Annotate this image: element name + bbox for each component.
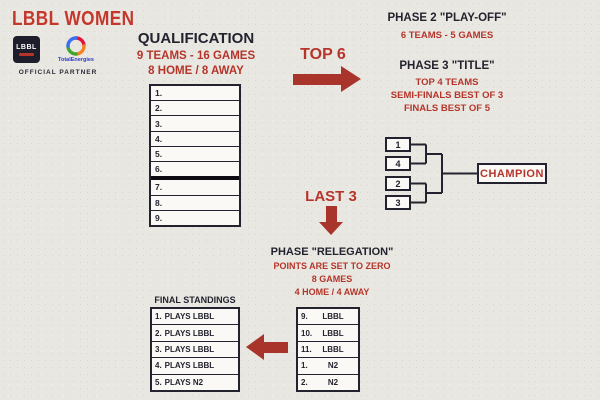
row-number: 1.	[301, 361, 308, 371]
row-team: N2	[327, 377, 339, 387]
totalenergies-logo-text: TotalEnergies	[58, 57, 94, 63]
relegation-arrow-left-icon	[246, 334, 288, 360]
page-title: LBBL WOMEN	[12, 8, 135, 30]
row-label: PLAYS LBBL	[164, 361, 215, 371]
table-row: 2.PLAYS LBBL	[152, 325, 238, 342]
last3-arrow-down-icon	[319, 206, 343, 235]
table-row-cutoff: 6.	[151, 162, 239, 181]
row-team: N2	[327, 361, 339, 371]
bracket-seed-box: 3	[385, 195, 411, 210]
row-number: 5.	[155, 148, 163, 159]
arrow-shaft	[264, 341, 288, 353]
totalenergies-logo: TotalEnergies	[47, 36, 105, 63]
table-row: 11. LBBL	[298, 342, 358, 359]
final-standings-title: FINAL STANDINGS	[154, 295, 236, 305]
phase3-detail-3: FINALS BEST OF 5	[403, 103, 491, 114]
row-number: 9.	[155, 212, 163, 223]
row-number: 9.	[301, 312, 308, 322]
table-row: 9.	[151, 211, 239, 225]
qualification-home-away: 8 HOME / 8 AWAY	[148, 65, 244, 77]
arrow-head	[319, 222, 343, 235]
row-number: 1.	[155, 88, 163, 99]
row-label: PLAYS N2	[164, 377, 204, 387]
relegation-detail-1: POINTS ARE SET TO ZERO	[273, 261, 391, 271]
arrow-shaft	[293, 73, 341, 85]
table-row: 3.PLAYS LBBL	[152, 342, 238, 359]
row-number: 2.	[155, 328, 162, 338]
final-standings-table: 1.PLAYS LBBL 2.PLAYS LBBL 3.PLAYS LBBL 4…	[150, 307, 240, 392]
phase3-detail-1: TOP 4 TEAMS	[415, 77, 479, 88]
bracket-seed-box: 1	[385, 137, 411, 152]
partner-logos: LBBL TotalEnergies	[13, 36, 105, 63]
table-row: 10. LBBL	[298, 325, 358, 342]
relegation-title: PHASE "RELEGATION"	[270, 246, 394, 258]
qualification-table: 1. 2. 3. 4. 5. 6. 7. 8. 9.	[149, 84, 241, 227]
table-row: 2. N2	[298, 375, 358, 390]
row-number: 8.	[155, 197, 163, 208]
row-number: 1.	[155, 312, 162, 322]
table-row: 1. N2	[298, 358, 358, 375]
table-row: 7.	[151, 180, 239, 196]
row-number: 6.	[155, 164, 163, 175]
lbbl-logo-stripe	[19, 52, 34, 56]
arrow-shaft	[325, 206, 337, 222]
table-row: 4.	[151, 132, 239, 147]
table-row: 1.	[151, 86, 239, 102]
relegation-detail-2: 8 GAMES	[311, 274, 353, 284]
table-row: 8.	[151, 196, 239, 211]
playoff-bracket: 1 4 2 3 CHAMPION	[378, 130, 558, 222]
arrow-head	[341, 66, 361, 92]
bracket-lines	[411, 143, 477, 204]
lbbl-logo-icon: LBBL	[13, 36, 40, 63]
bracket-seed-box: 2	[385, 176, 411, 191]
table-row: 5.	[151, 147, 239, 163]
official-partner-label: OFFICIAL PARTNER	[18, 69, 98, 76]
phase3-title: PHASE 3 "TITLE"	[399, 60, 495, 72]
last3-label: LAST 3	[305, 188, 357, 205]
phase2-detail: 6 TEAMS - 5 GAMES	[400, 30, 494, 41]
relegation-detail-3: 4 HOME / 4 AWAY	[294, 287, 370, 297]
row-number: 3.	[155, 118, 163, 129]
lbbl-logo-text: LBBL	[16, 43, 37, 51]
bracket-seed-box: 4	[385, 156, 411, 171]
table-row: 3.	[151, 116, 239, 132]
totalenergies-icon	[66, 36, 86, 56]
row-label: PLAYS LBBL	[164, 312, 215, 322]
row-number: 11.	[301, 345, 312, 355]
table-row: 5.PLAYS N2	[152, 375, 238, 390]
arrow-head	[246, 334, 264, 360]
row-team: LBBL	[322, 345, 344, 355]
row-number: 4.	[155, 133, 163, 144]
row-number: 3.	[155, 345, 162, 355]
row-label: PLAYS LBBL	[164, 345, 215, 355]
row-number: 2.	[301, 377, 308, 387]
table-row: 2.	[151, 101, 239, 117]
phase2-title: PHASE 2 "PLAY-OFF"	[387, 12, 507, 24]
row-label: PLAYS LBBL	[164, 328, 215, 338]
row-number: 2.	[155, 103, 163, 114]
champion-box: CHAMPION	[477, 163, 547, 184]
row-number: 10.	[301, 328, 313, 338]
row-number: 4.	[155, 361, 162, 371]
row-team: LBBL	[322, 328, 344, 338]
qualification-teams-games: 9 TEAMS - 16 GAMES	[136, 50, 256, 62]
top6-label: TOP 6	[300, 46, 346, 63]
row-number: 5.	[155, 377, 162, 387]
row-number: 7.	[155, 182, 163, 193]
table-row: 9. LBBL	[298, 309, 358, 326]
relegation-table: 9. LBBL 10. LBBL 11. LBBL 1. N2 2. N2	[296, 307, 360, 392]
phase3-detail-2: SEMI-FINALS BEST OF 3	[390, 90, 504, 101]
top6-arrow-right-icon	[293, 66, 363, 92]
qualification-title: QUALIFICATION	[137, 30, 255, 47]
row-team: LBBL	[322, 312, 344, 322]
table-row: 4.PLAYS LBBL	[152, 358, 238, 375]
table-row: 1.PLAYS LBBL	[152, 309, 238, 326]
